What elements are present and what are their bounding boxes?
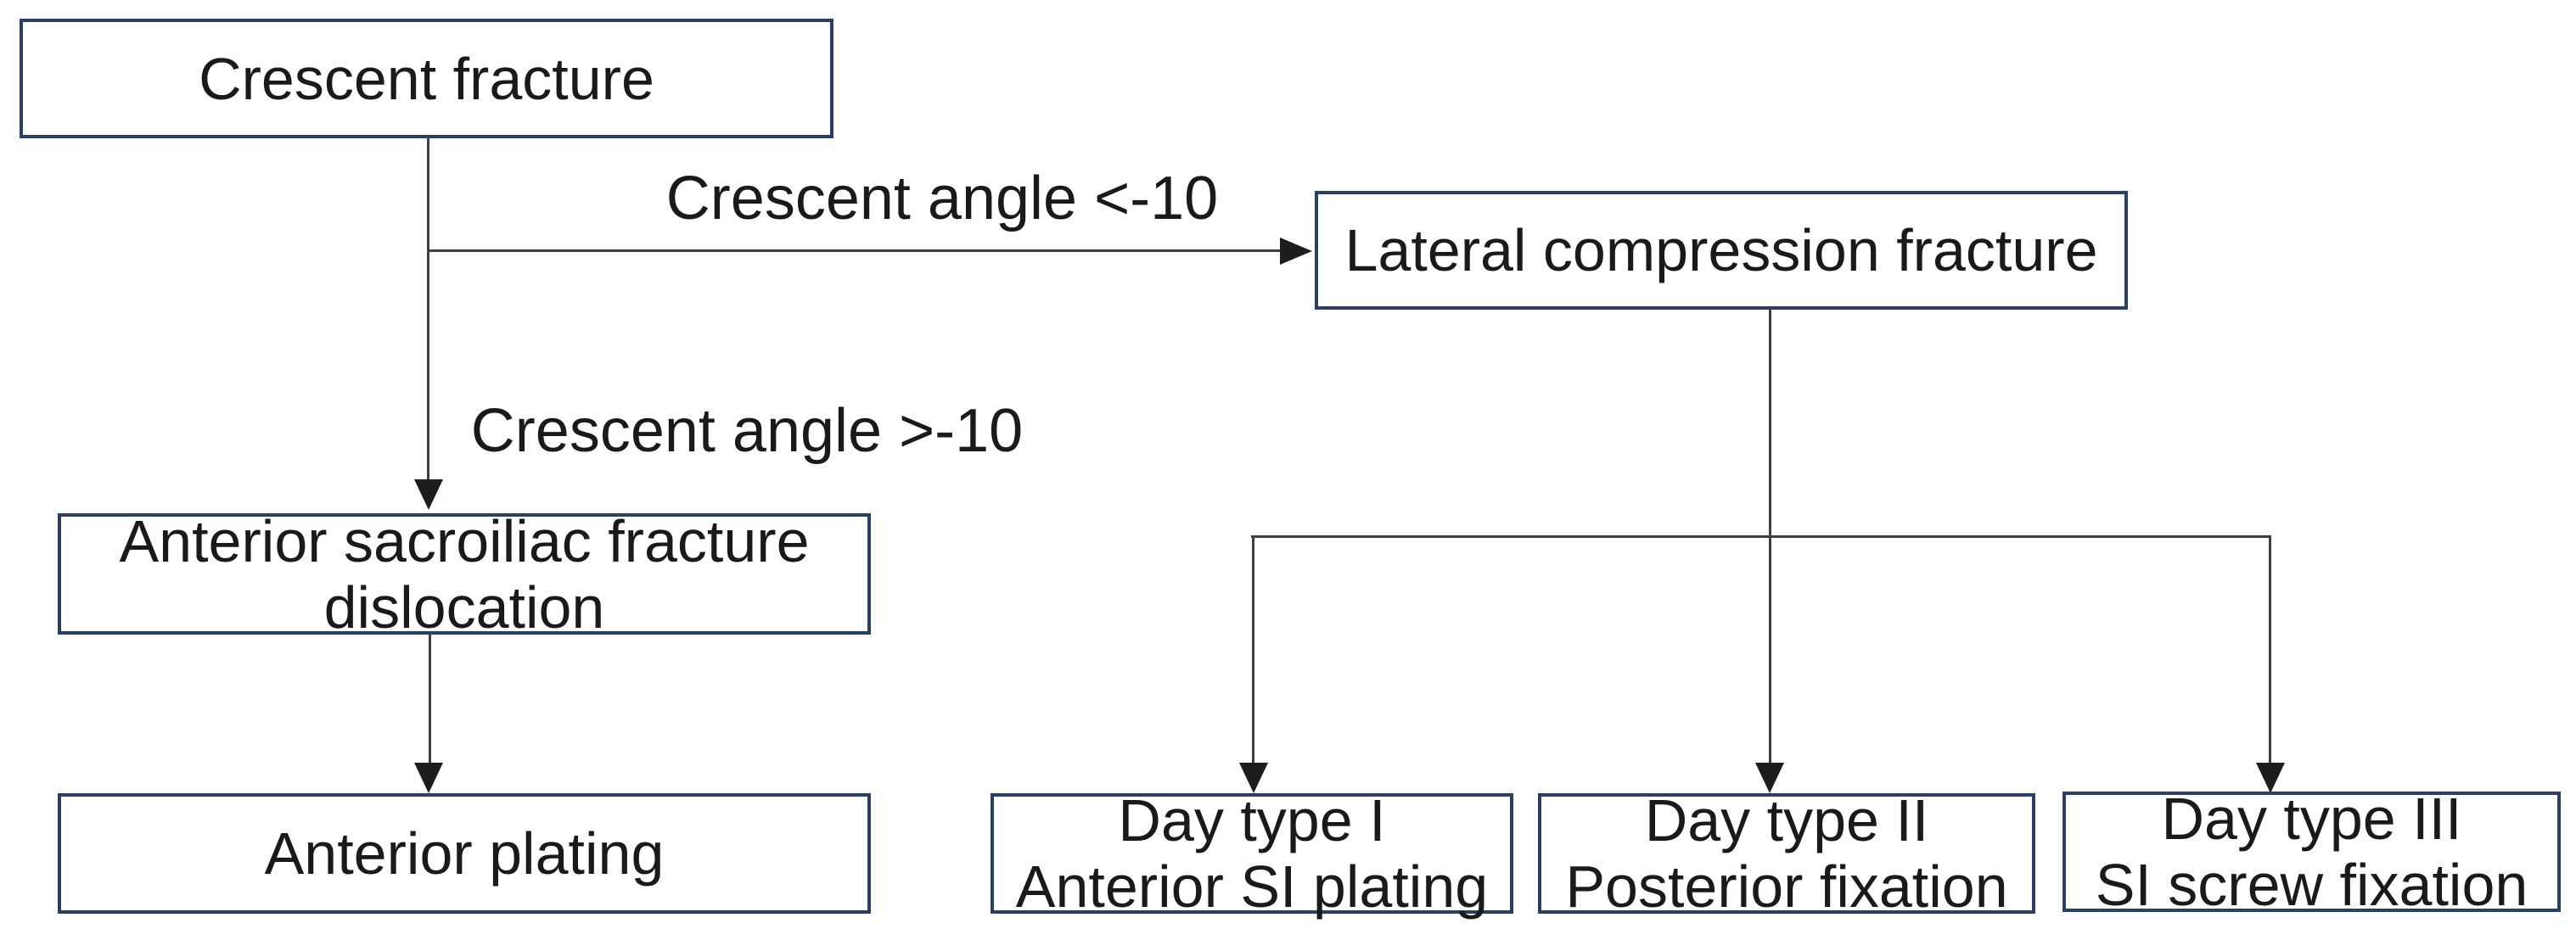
- node-anterior-sacroiliac-dislocation: Anterior sacroiliac fracture dislocation: [58, 508, 871, 641]
- node-day-type-1-line1: Day type I: [1118, 787, 1386, 853]
- node-day-type-1: Day type I Anterior SI plating: [991, 787, 1513, 920]
- node-crescent-fracture: Crescent fracture: [20, 19, 833, 138]
- arrowhead-to-anterior-si-dislocation: [414, 479, 443, 510]
- arrowhead-to-day-type-2: [1755, 763, 1784, 793]
- edge-label-crescent-angle-less: Crescent angle <-10: [665, 165, 1219, 232]
- node-anterior-plating-label: Anterior plating: [264, 820, 665, 887]
- node-crescent-fracture-label: Crescent fracture: [199, 45, 654, 112]
- node-day-type-1-line2: Anterior SI plating: [1015, 853, 1489, 920]
- node-day-type-3-line2: SI screw fixation: [2095, 852, 2528, 918]
- connector-lateral-down: [1769, 310, 1771, 768]
- node-day-type-2: Day type II Posterior fixation: [1538, 787, 2035, 920]
- connector-crescent-to-lateral: [427, 249, 1286, 252]
- connector-branch-day3: [2269, 535, 2271, 768]
- node-day-type-3: Day type III SI screw fixation: [2062, 786, 2561, 918]
- arrowhead-to-day-type-1: [1239, 763, 1268, 793]
- node-day-type-2-line2: Posterior fixation: [1565, 853, 2008, 920]
- edge-label-crescent-angle-greater: Crescent angle >-10: [470, 397, 1024, 465]
- connector-crescent-to-dislocation: [427, 138, 429, 488]
- node-day-type-2-line1: Day type II: [1644, 787, 1929, 853]
- node-anterior-plating: Anterior plating: [58, 793, 871, 914]
- arrowhead-to-anterior-plating: [414, 763, 443, 793]
- node-anterior-sacroiliac-line2: dislocation: [323, 574, 605, 641]
- arrowhead-to-day-type-3: [2256, 763, 2285, 793]
- arrowhead-to-lateral-compression: [1280, 238, 1312, 265]
- connector-distribution-bar: [1251, 535, 2270, 538]
- connector-dislocation-to-plating: [429, 635, 431, 768]
- node-anterior-sacroiliac-line1: Anterior sacroiliac fracture: [119, 507, 810, 574]
- connector-branch-day1: [1252, 535, 1254, 768]
- node-lateral-compression-label: Lateral compression fracture: [1344, 217, 2098, 283]
- node-lateral-compression-fracture: Lateral compression fracture: [1315, 191, 2128, 310]
- node-day-type-3-line1: Day type III: [2161, 786, 2462, 852]
